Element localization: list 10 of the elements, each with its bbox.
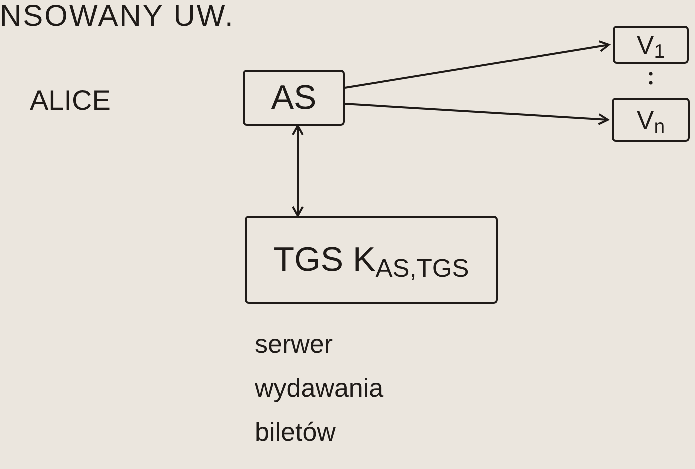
arrow [344, 40, 610, 89]
arrow [292, 125, 304, 217]
process-box: TGS K$_{AS,TGS}$ [245, 216, 498, 304]
arrow [344, 103, 609, 126]
process-box: V$_{1}$ [613, 26, 689, 64]
name-text: ALICE [30, 84, 111, 118]
node-caption: serwer wydawania biletów [255, 328, 385, 449]
process-box: V$_{n}$ [612, 98, 690, 142]
process-box: AS [243, 70, 345, 126]
heading-text: NSOWANY UW. [0, 0, 235, 35]
